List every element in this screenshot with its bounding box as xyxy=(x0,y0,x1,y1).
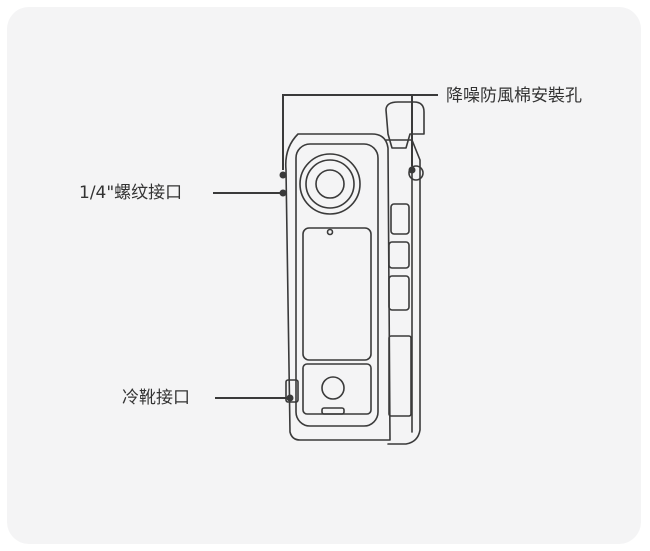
power-button xyxy=(388,241,410,269)
cage-right-rail xyxy=(385,139,421,445)
windscreen-mount-hole xyxy=(408,165,424,181)
thread-mount-marker-lower xyxy=(279,189,287,197)
cold-shoe-marker xyxy=(286,394,294,402)
windscreen-mount-marker xyxy=(408,166,416,174)
bottom-slot xyxy=(321,407,345,415)
camera-front-panel xyxy=(302,227,372,361)
shutter-button xyxy=(321,376,345,400)
cage-outer-frame xyxy=(284,133,391,441)
side-port xyxy=(390,203,410,235)
side-cover xyxy=(388,335,412,417)
windscreen-mount-leader-line xyxy=(282,94,413,170)
camera-bottom-panel xyxy=(302,363,372,415)
status-light xyxy=(326,228,334,236)
thread-mount-label: 1/4"螺纹接口 xyxy=(79,183,183,203)
cold-shoe-label: 冷靴接口 xyxy=(122,388,190,408)
camera-lens-glass xyxy=(315,169,345,199)
windscreen-mount-label: 降噪防風棉安裝孔 xyxy=(446,86,582,106)
side-button xyxy=(388,275,410,311)
windscreen-mount-post xyxy=(385,101,425,149)
cold-shoe xyxy=(285,379,299,403)
diagram-card xyxy=(7,7,641,544)
camera-lens xyxy=(299,153,361,215)
camera-lens-ring xyxy=(305,159,355,209)
camera-body xyxy=(295,143,379,427)
thread-mount-marker xyxy=(279,171,287,179)
